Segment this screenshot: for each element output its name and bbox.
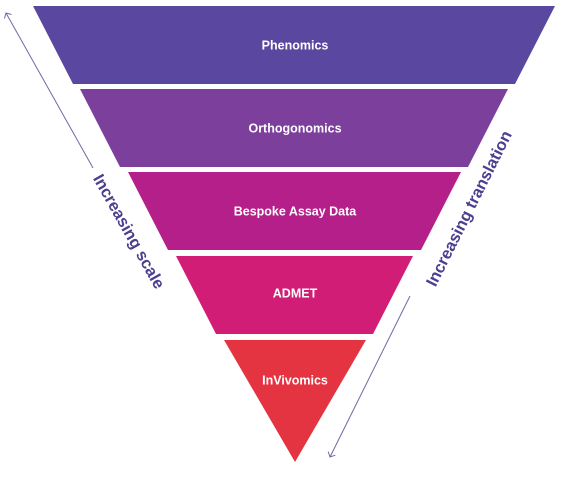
stage-phenomics-shape bbox=[33, 6, 555, 84]
stage-phenomics-label: Phenomics bbox=[262, 38, 329, 52]
stage-bespoke-assay-data: Bespoke Assay Data bbox=[128, 172, 461, 250]
right-axis-arrow bbox=[327, 295, 411, 458]
stage-invivomics-shape bbox=[224, 340, 366, 462]
left-axis-arrow bbox=[3, 12, 94, 169]
stage-invivomics: InVivomics bbox=[224, 340, 366, 462]
stage-orthogonomics-label: Orthogonomics bbox=[248, 121, 341, 135]
stage-admet-label: ADMET bbox=[273, 286, 318, 300]
stage-admet: ADMET bbox=[176, 256, 413, 334]
stage-phenomics: Phenomics bbox=[33, 6, 555, 84]
stage-admet-shape bbox=[176, 256, 413, 334]
stage-orthogonomics-shape bbox=[80, 89, 508, 167]
stage-bespoke-assay-data-label: Bespoke Assay Data bbox=[234, 204, 358, 218]
stage-orthogonomics: Orthogonomics bbox=[80, 89, 508, 167]
stage-invivomics-label: InVivomics bbox=[262, 373, 328, 387]
stage-bespoke-assay-data-shape bbox=[128, 172, 461, 250]
